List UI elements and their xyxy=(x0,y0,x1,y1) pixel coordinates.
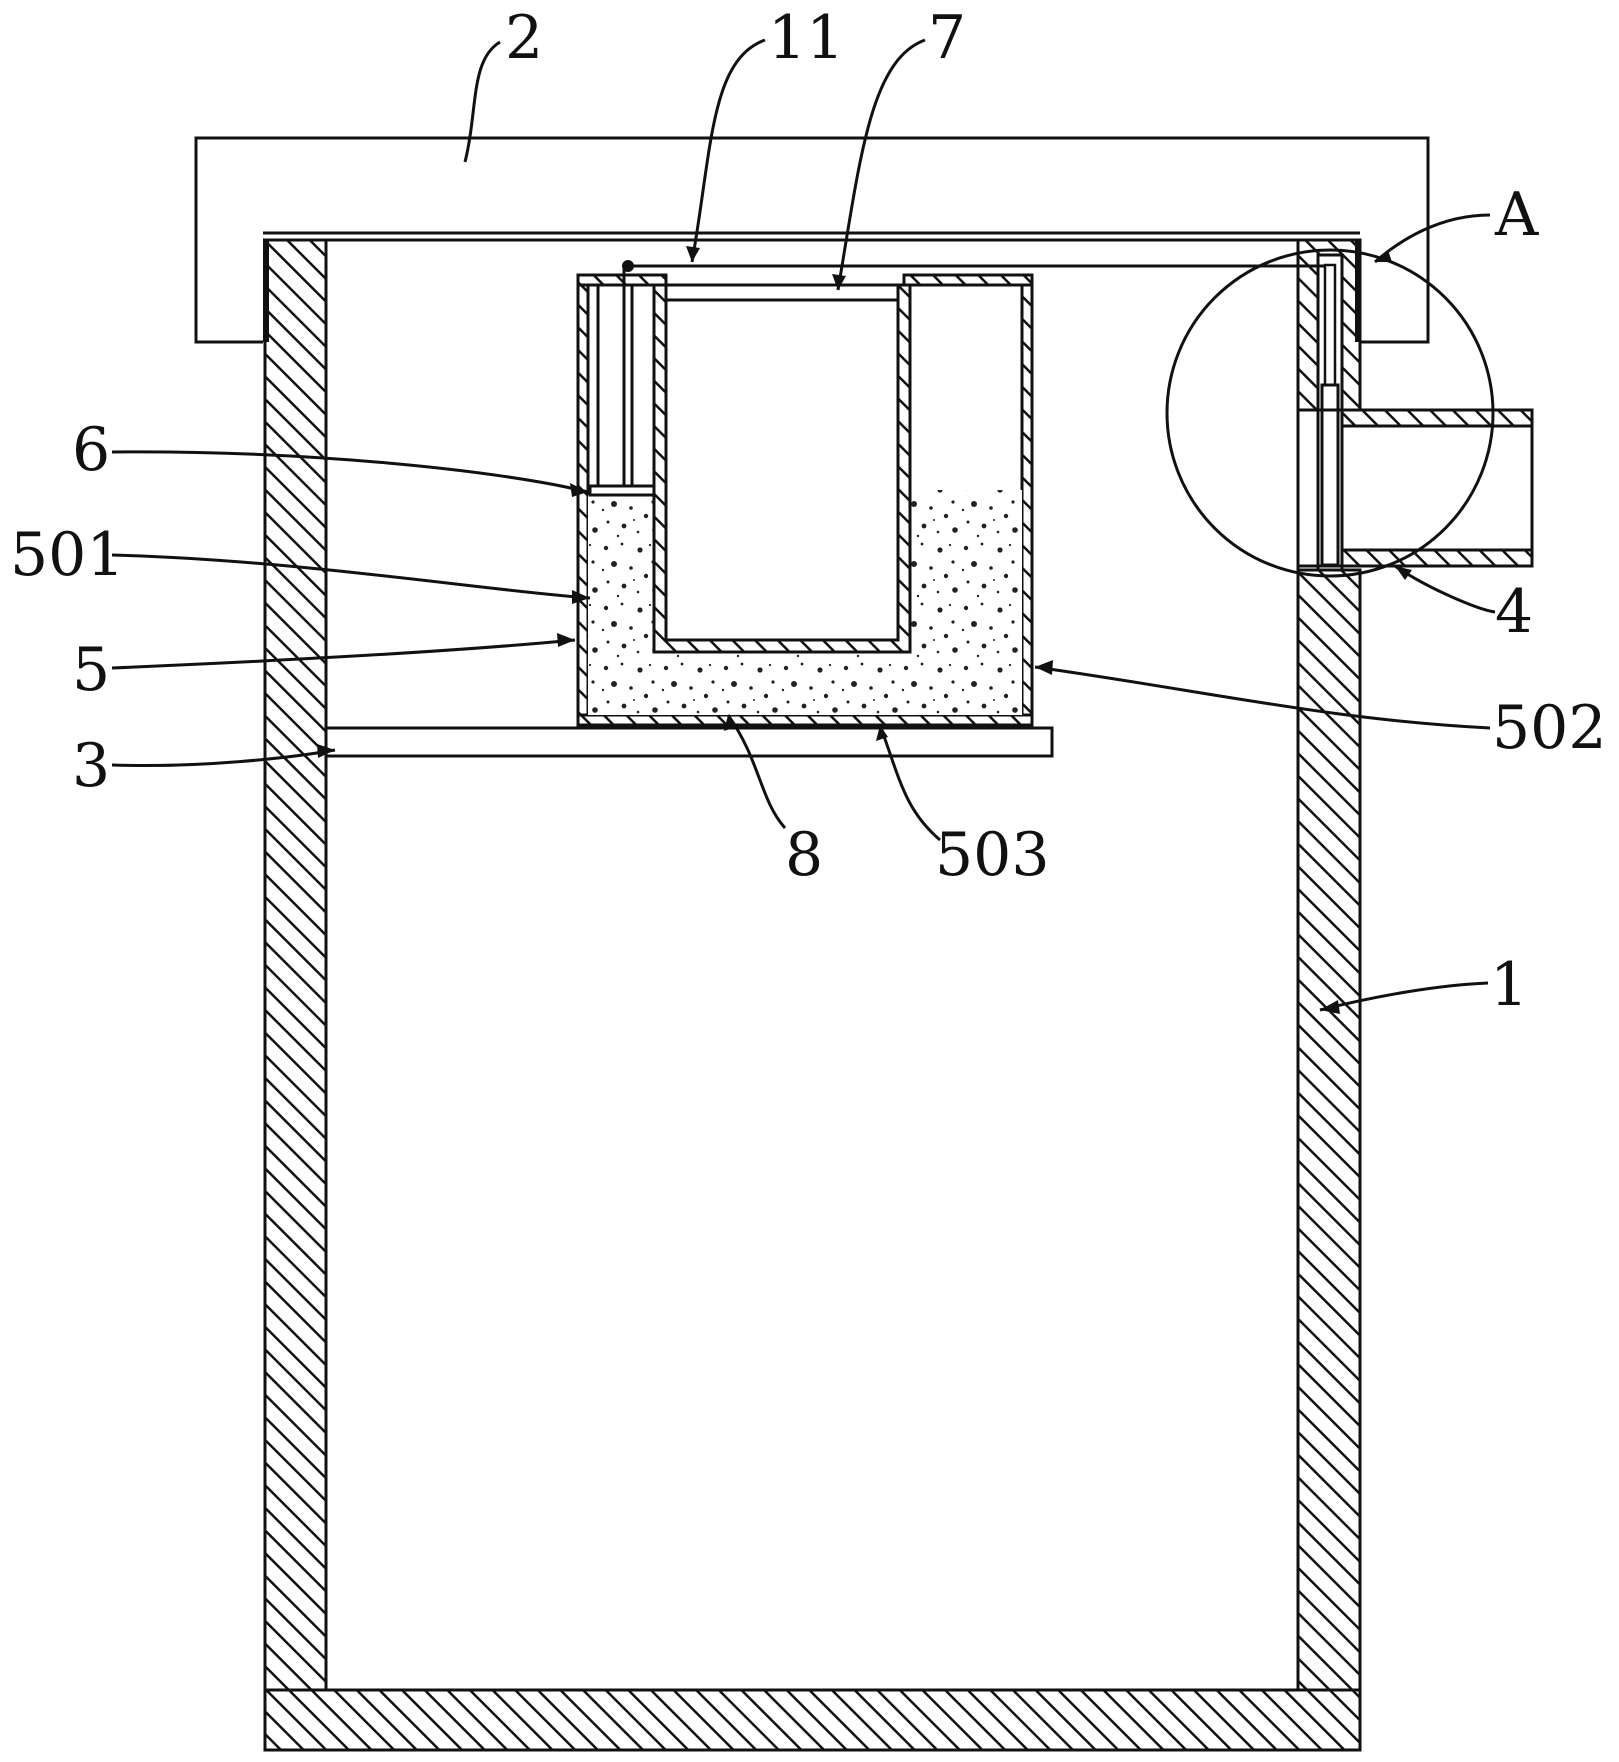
left-seal xyxy=(263,240,269,342)
leader-8 xyxy=(726,714,787,829)
leader-3 xyxy=(111,748,336,768)
label-11: 11 xyxy=(768,3,844,73)
leader-a xyxy=(1374,213,1491,264)
leader-503 xyxy=(878,724,941,842)
casing-right-wall xyxy=(1296,568,1362,1752)
label-4: 4 xyxy=(1495,577,1533,647)
arrowhead-503 xyxy=(876,725,888,741)
arrowhead-1 xyxy=(1320,1000,1340,1014)
inner-box-outer-left xyxy=(576,273,590,727)
leader-11 xyxy=(690,38,766,263)
arrowhead-3 xyxy=(317,744,335,758)
inner-box-outer-right xyxy=(1020,273,1034,727)
label-3: 3 xyxy=(72,731,110,801)
leader-5 xyxy=(111,638,576,670)
label-5: 5 xyxy=(72,635,110,705)
label-503: 503 xyxy=(935,820,1050,890)
arrowhead-4 xyxy=(1395,566,1412,580)
label-1: 1 xyxy=(1490,950,1528,1020)
leader-6 xyxy=(111,450,589,494)
label-8: 8 xyxy=(785,820,823,890)
leader-1 xyxy=(1319,981,1489,1012)
float-6 xyxy=(588,484,656,497)
casing-left-wall xyxy=(263,238,328,1752)
leader-501 xyxy=(111,553,591,600)
label-7: 7 xyxy=(928,3,966,73)
valve-rod xyxy=(1323,263,1337,387)
inner-box-top-left xyxy=(576,273,668,287)
detail-circle-a xyxy=(1165,248,1495,578)
support-plate xyxy=(324,726,1054,758)
pipe-top-wall xyxy=(1340,408,1534,428)
arrowhead-a xyxy=(1375,250,1392,262)
arrowhead-11 xyxy=(686,246,700,262)
label-6: 6 xyxy=(72,415,110,485)
inner-cavity xyxy=(664,298,900,642)
leader-4 xyxy=(1394,564,1496,614)
arrowhead-5 xyxy=(557,633,575,647)
leader-7 xyxy=(836,38,926,291)
inner-box-top-right xyxy=(902,273,1034,287)
arrowhead-7 xyxy=(832,274,846,290)
label-2: 2 xyxy=(505,3,543,73)
label-501: 501 xyxy=(10,520,125,590)
leader-2 xyxy=(463,40,501,163)
label-a: A xyxy=(1494,180,1539,250)
pipe-bottom-wall xyxy=(1340,548,1534,568)
right-seal xyxy=(1355,240,1361,342)
valve-body xyxy=(1320,383,1340,567)
leader-502 xyxy=(1034,665,1491,730)
filler-material xyxy=(588,490,1022,715)
casing-bottom-wall xyxy=(263,1688,1362,1752)
inner-box-bottom xyxy=(576,713,1034,727)
arrowhead-502 xyxy=(1035,660,1053,675)
label-502: 502 xyxy=(1492,693,1607,763)
arrowhead-8 xyxy=(724,715,736,731)
arrowhead-501 xyxy=(572,590,590,604)
arrowhead-6 xyxy=(570,483,588,497)
cover-outline xyxy=(194,136,1430,344)
